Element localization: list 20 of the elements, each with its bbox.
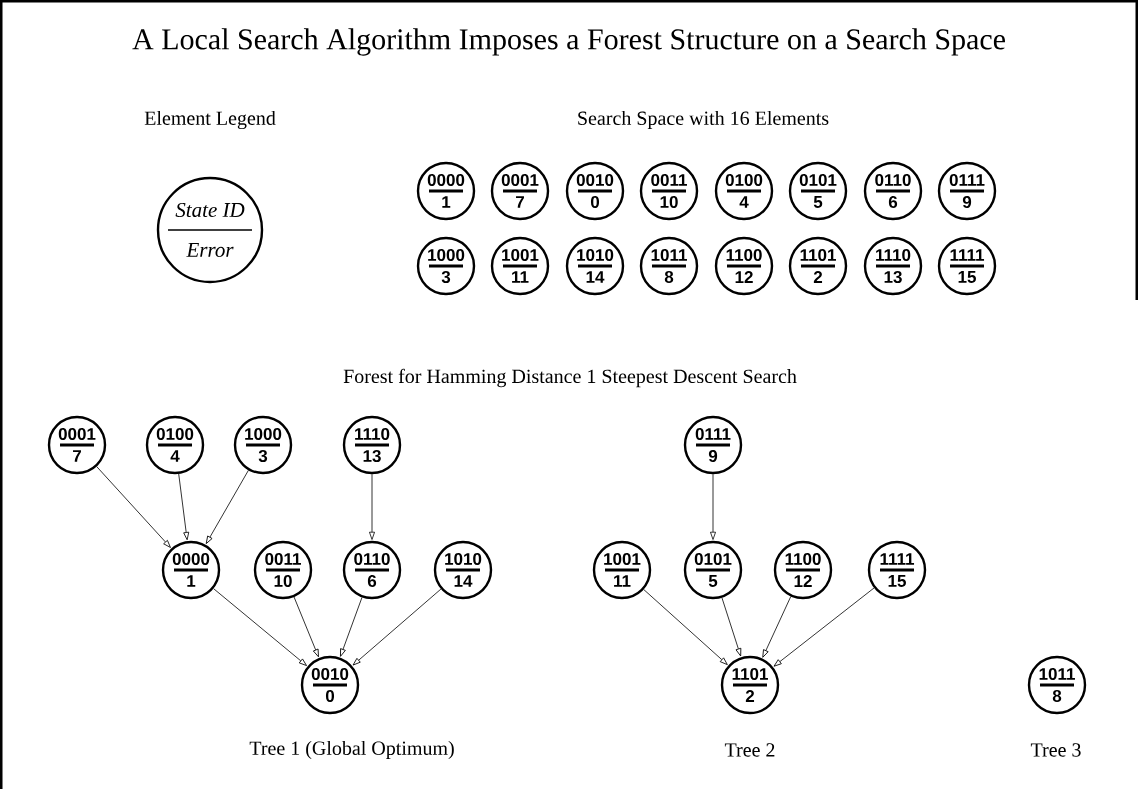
arrow <box>762 596 792 658</box>
arrow <box>710 473 716 540</box>
arrow <box>773 587 875 667</box>
arrow <box>213 588 307 666</box>
heading: Forest for Hamming Distance 1 Steepest Descent Search <box>343 368 797 388</box>
arrow <box>369 473 375 540</box>
arrow <box>205 469 249 544</box>
arrow <box>352 588 442 666</box>
arrow <box>96 466 171 548</box>
arrow <box>340 597 363 657</box>
heading: Search Space with 16 Elements <box>578 110 829 130</box>
heading: Tree 2 <box>724 743 775 757</box>
heading: Element Legend <box>144 110 276 130</box>
arrow <box>178 473 190 541</box>
arrow <box>721 597 742 657</box>
arrow <box>293 596 319 658</box>
arrow <box>643 589 728 666</box>
heading: Tree 1 (Global Optimum) <box>249 740 454 760</box>
title: A Local Search Algorithm Imposes a Forest Structure on a Search Space <box>132 28 1005 56</box>
heading: Tree 3 <box>1030 743 1081 757</box>
